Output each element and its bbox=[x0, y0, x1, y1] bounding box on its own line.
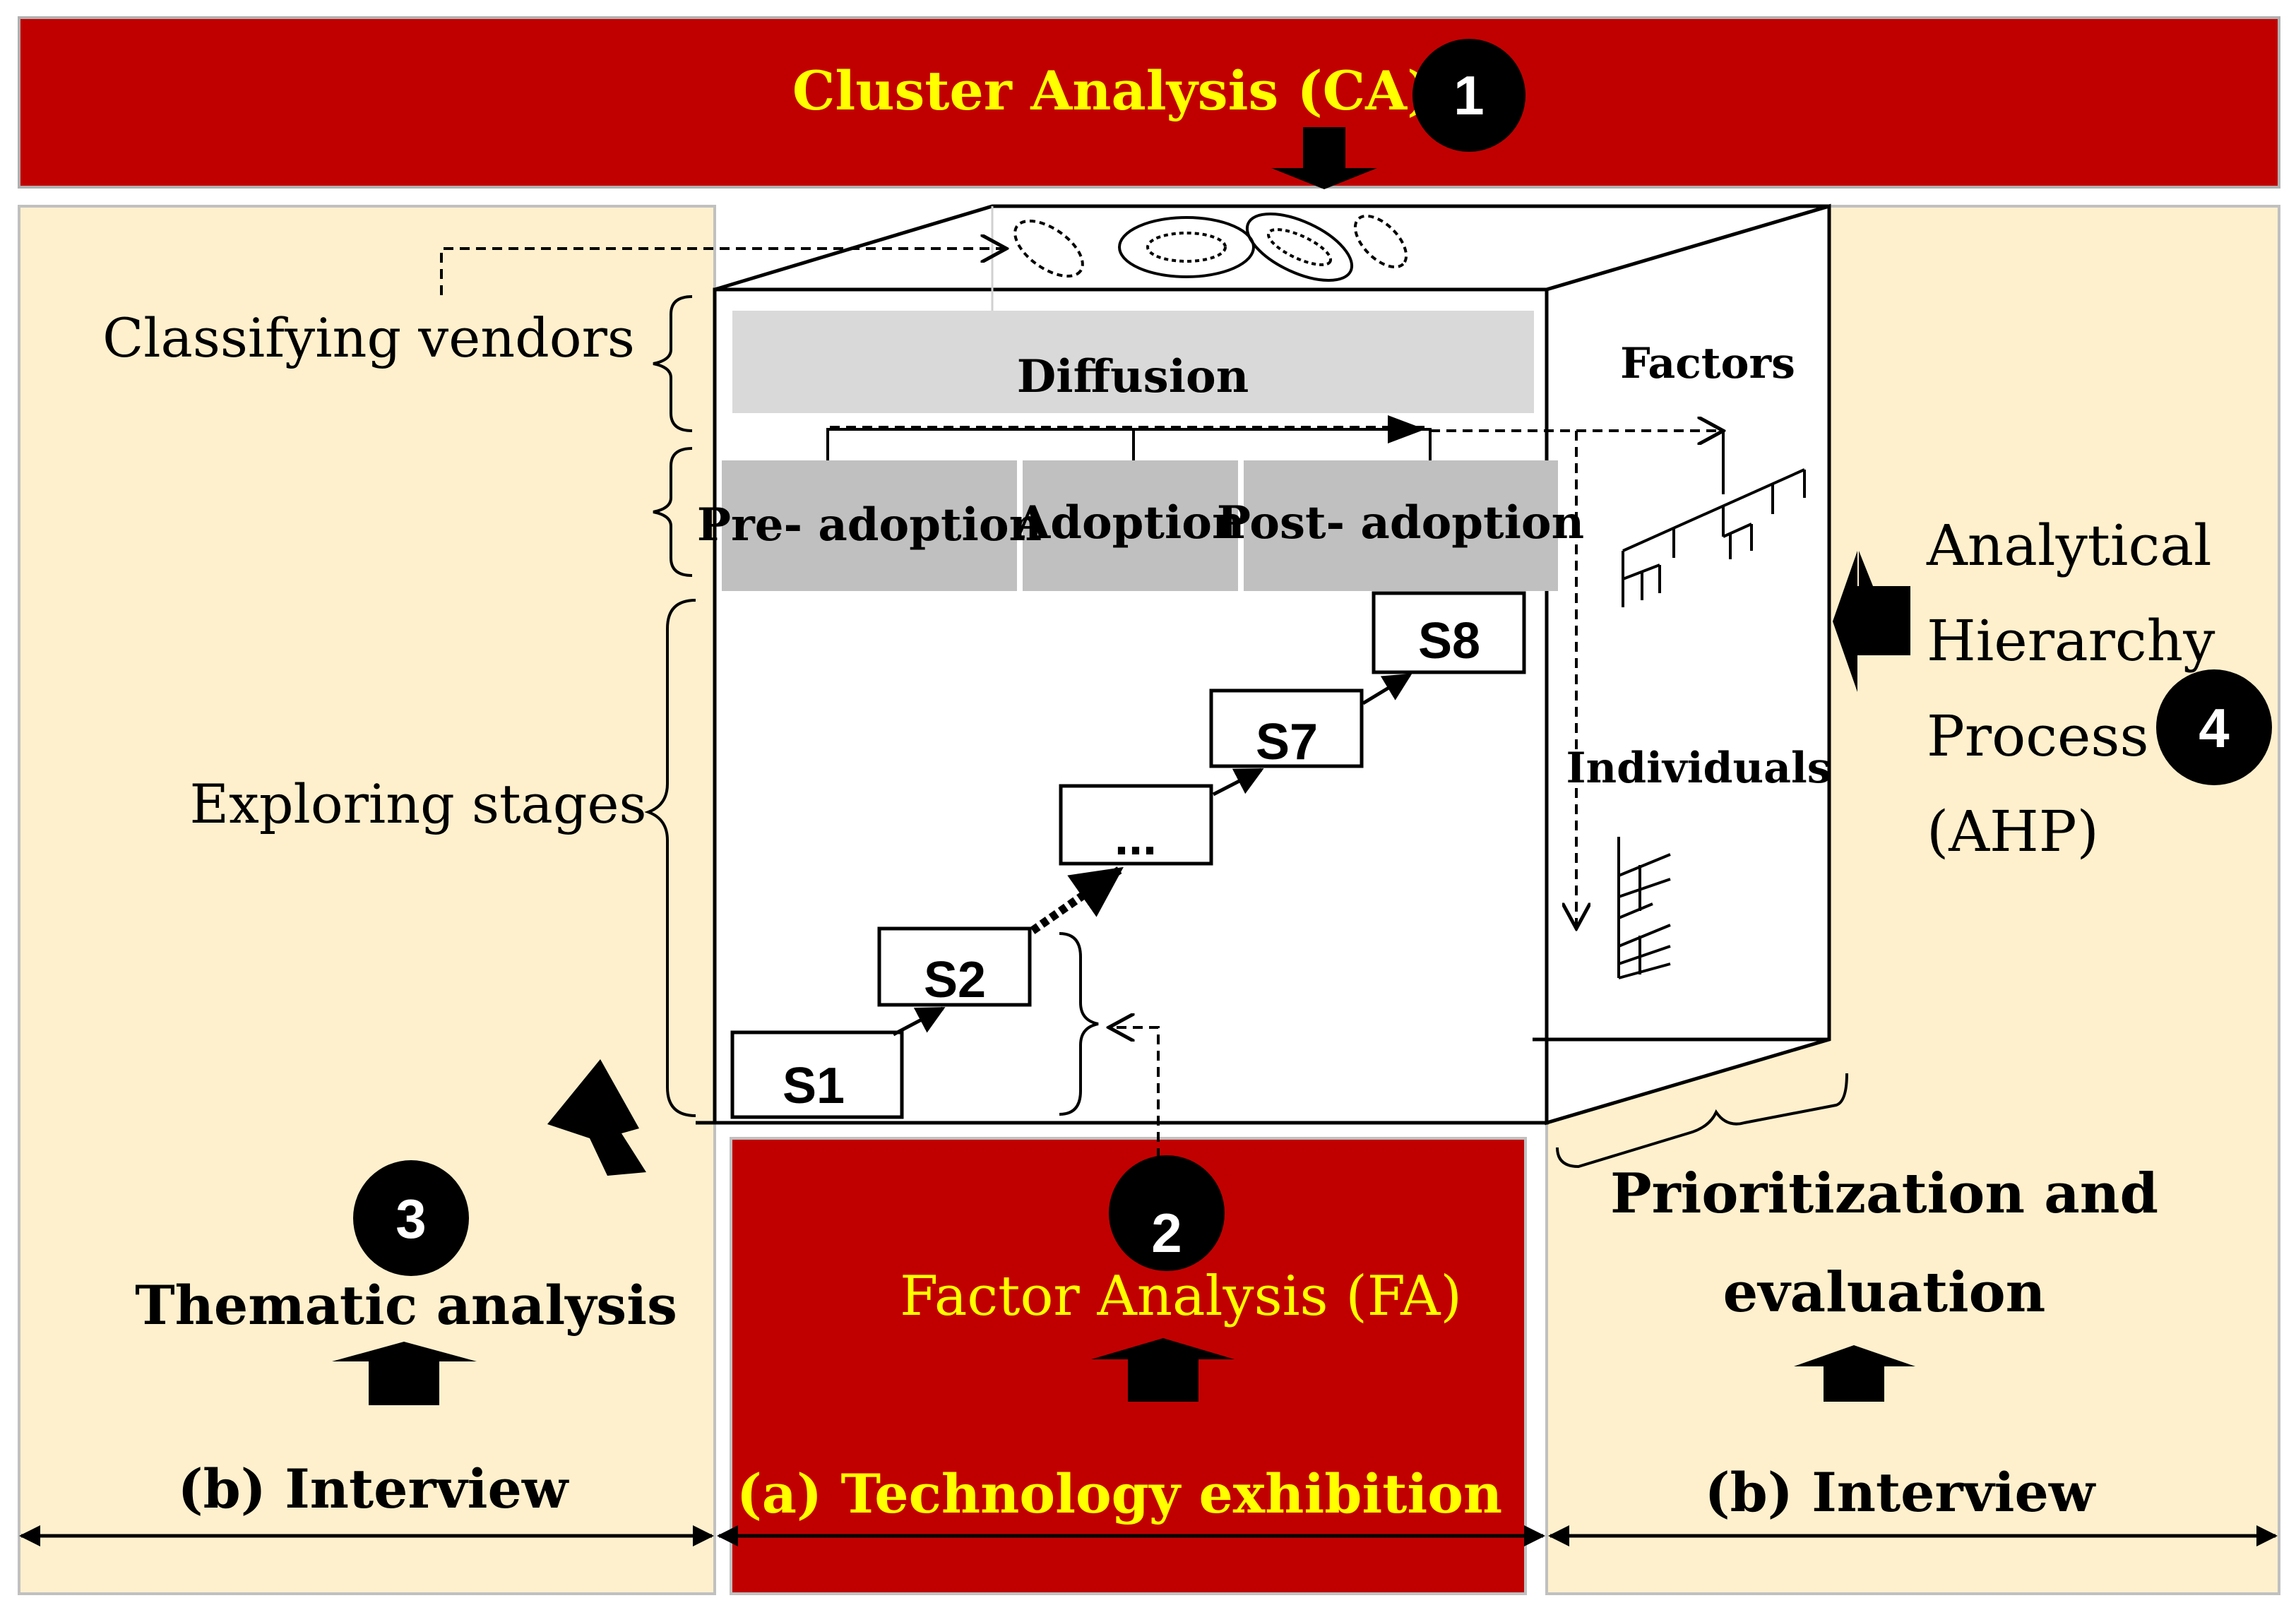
step-box-s2 bbox=[877, 926, 1032, 1007]
left-panel bbox=[18, 205, 716, 1595]
ahp-line-3: Process bbox=[1927, 703, 2149, 769]
right-interview-label: (b) Interview bbox=[1705, 1461, 2096, 1524]
diffusion-bar bbox=[732, 311, 1534, 413]
step-label-s8: S8 bbox=[1418, 613, 1480, 669]
stage-connector bbox=[826, 428, 1432, 460]
stage-box bbox=[1023, 460, 1238, 591]
s1-s2-bracket bbox=[1059, 932, 1099, 1116]
stage-label-adoption: Adoption bbox=[1015, 496, 1245, 549]
step-label-ellipsis: ... bbox=[1114, 809, 1157, 866]
badge-2-label: 2 bbox=[1151, 1202, 1182, 1264]
step-arrow bbox=[1212, 768, 1264, 797]
step-box-ellipsis bbox=[1059, 784, 1213, 866]
classifying-link-arrow bbox=[440, 249, 1006, 295]
technology-exhibition-label: (a) Technology exhibition bbox=[737, 1462, 1502, 1525]
top-banner bbox=[18, 16, 2280, 189]
badge-3 bbox=[353, 1160, 469, 1276]
badge-4-label: 4 bbox=[2199, 697, 2229, 759]
badge-3-label: 3 bbox=[395, 1188, 426, 1250]
cluster-ellipse-icon bbox=[1013, 219, 1084, 278]
badge-1 bbox=[1412, 39, 1525, 152]
classifying-vendors-label: Classifying vendors bbox=[102, 306, 635, 369]
hierarchy-tree-icon bbox=[1622, 431, 1806, 607]
up-arrow-icon bbox=[1091, 1338, 1235, 1402]
step-arrow bbox=[1362, 673, 1412, 705]
step-arrow bbox=[892, 1006, 946, 1037]
ahp-line-1: Analytical bbox=[1926, 513, 2212, 578]
step-label-s7: S7 bbox=[1256, 714, 1318, 770]
individuals-label: Individuals bbox=[1566, 744, 1831, 793]
step-box-s1 bbox=[730, 1030, 904, 1119]
left-arrow-icon bbox=[1833, 551, 1910, 692]
diffusion-label: Diffusion bbox=[1017, 350, 1249, 403]
cluster-ellipse-icon bbox=[1266, 228, 1333, 266]
up-arrow-icon bbox=[1794, 1345, 1915, 1402]
step-label-s2: S2 bbox=[924, 952, 986, 1008]
prioritization-line-2: evaluation bbox=[1723, 1260, 2046, 1325]
badge-2 bbox=[1109, 1155, 1225, 1271]
fa-link-arrow bbox=[1109, 1027, 1160, 1158]
factors-label: Factors bbox=[1620, 339, 1795, 388]
ahp-line-4: (AHP) bbox=[1927, 799, 2099, 864]
brace-prioritization bbox=[1556, 1073, 1848, 1169]
stage-box bbox=[722, 460, 1017, 591]
arrowhead-icon bbox=[1388, 415, 1425, 443]
up-arrow-icon bbox=[332, 1342, 477, 1405]
exploring-stages-label: Exploring stages bbox=[190, 773, 647, 835]
step-box-s7 bbox=[1209, 688, 1364, 768]
step-label-s1: S1 bbox=[783, 1058, 845, 1114]
stage-box bbox=[1244, 460, 1558, 591]
left-interview-label: (b) Interview bbox=[178, 1457, 569, 1520]
brace-stages bbox=[653, 447, 693, 577]
factor-analysis-label: Factor Analysis (FA) bbox=[900, 1265, 1462, 1328]
thematic-analysis-label: Thematic analysis bbox=[135, 1274, 677, 1337]
cluster-analysis-title: Cluster Analysis (CA) bbox=[792, 59, 1432, 122]
prioritization-line-1: Prioritization and bbox=[1610, 1162, 2158, 1226]
diagonal-arrow-icon bbox=[547, 1059, 646, 1176]
ahp-line-2: Hierarchy bbox=[1927, 608, 2215, 674]
individuals-tree-icon bbox=[1617, 837, 1671, 979]
cluster-ellipse-icon bbox=[1146, 232, 1227, 263]
box-front-face bbox=[713, 287, 1549, 1125]
stage-label-post-adoption: Post- adoption bbox=[1217, 496, 1584, 549]
down-arrow-icon bbox=[1271, 127, 1377, 189]
brace-exploring bbox=[644, 599, 696, 1117]
cluster-ellipse-icon bbox=[1245, 213, 1354, 282]
step-arrow-dotted bbox=[1030, 866, 1124, 934]
brace-classifying bbox=[653, 295, 693, 432]
cluster-ellipse-icon bbox=[1118, 216, 1255, 278]
badge-4 bbox=[2156, 669, 2272, 785]
stage-label-pre-adoption: Pre- adoption bbox=[697, 499, 1042, 551]
step-box-s8 bbox=[1372, 591, 1526, 674]
badge-1-label: 1 bbox=[1453, 64, 1484, 126]
